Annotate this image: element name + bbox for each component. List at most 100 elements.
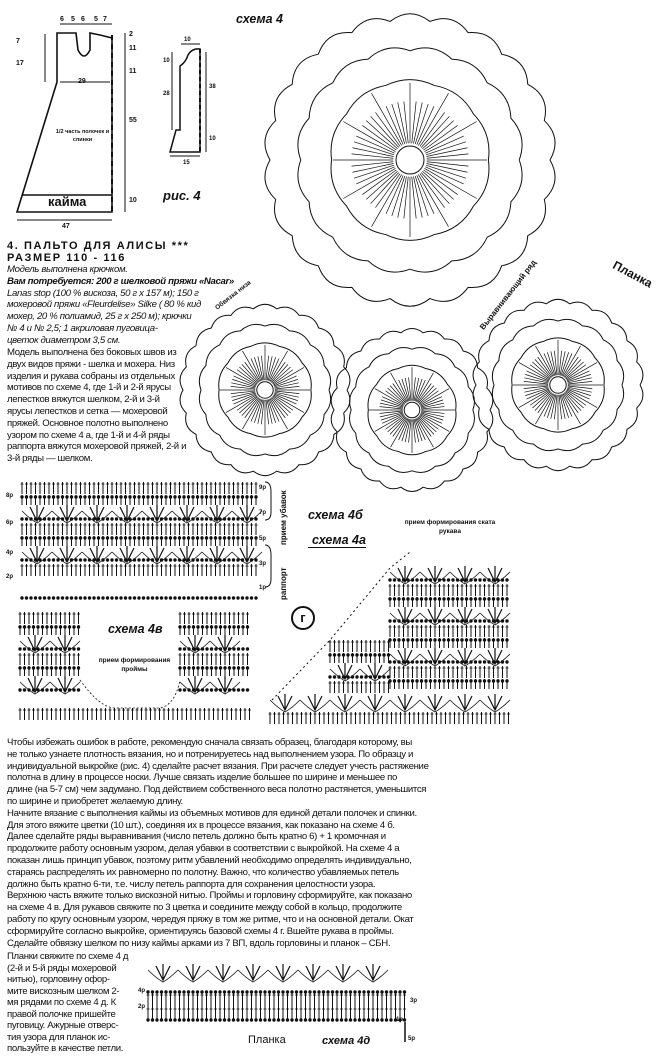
motif-right-center: [549, 376, 567, 394]
schema-4g-chain-row: [473, 660, 478, 664]
schema-4v-left-chain-row: [58, 688, 63, 692]
schema-4g-mid-chain-row: [328, 675, 332, 679]
schema-4a-chain-row: [249, 558, 254, 562]
schema-4d-chain: [371, 990, 375, 994]
row-label-7: 7р: [259, 510, 267, 516]
schema-4g-chain-row: [473, 578, 478, 582]
schema-4a-base: [47, 596, 51, 600]
schema-4v-right-chain-row: [223, 688, 227, 692]
schema-4a-base: [204, 596, 209, 600]
schema-4a-chain-row: [110, 558, 114, 562]
motif-right-petal-ring: [491, 318, 625, 452]
motif-left-stitch: [231, 382, 256, 389]
schema-4g-mid-chain-row: [373, 675, 377, 679]
plank-title: Планка: [248, 1034, 286, 1046]
motif-large-stitch: [351, 161, 394, 167]
motif-large-stitch: [414, 103, 429, 145]
schema-4a-chain-row: [65, 517, 69, 521]
schema-4a-chain-row: [186, 558, 191, 562]
schema-4v-left-chain-row: [76, 688, 81, 692]
schema-4a-chain-row: [204, 558, 209, 562]
schema-4g-fan-row: [449, 653, 481, 667]
schema-4d-chain: [317, 990, 321, 994]
front-piece-label: 1/2 часть полочек и спинки: [55, 129, 110, 143]
schema-4a-chain-row: [42, 558, 47, 562]
motif-large-stitch: [419, 173, 445, 208]
motif-right-stitch: [561, 393, 573, 417]
schema-4a-chain-row: [56, 558, 60, 562]
motif-left-stitch: [265, 399, 269, 425]
motif-right-stitch: [523, 381, 549, 385]
schema-4d-chain: [263, 990, 267, 994]
schema-4d-chain: [380, 1018, 384, 1022]
text-line: пользуйте в качестве петли.: [7, 1043, 124, 1054]
schema-4a-chain-row: [159, 558, 164, 562]
motif-right-stitch: [537, 356, 553, 378]
motif-left-stitch: [273, 367, 305, 386]
motif-middle-stitch: [401, 378, 410, 402]
schema-4a-chain-row: [195, 517, 200, 521]
motif-middle-stitch: [417, 383, 432, 403]
schema-4v-left-chain-row: [31, 647, 36, 651]
motif-large-stitch: [411, 176, 417, 219]
text-line: (2-й и 5-й ряды мохеровой: [7, 962, 117, 974]
text-line: Для этого вяжите цветки (10 шт.), соедин…: [7, 819, 395, 831]
schema-4a-chain-row: [119, 558, 123, 562]
motif-left-center: [256, 381, 274, 399]
motif-large-stitch: [343, 121, 396, 152]
motif-middle-stitch: [379, 411, 403, 418]
schema-4a-base: [195, 596, 200, 600]
schema-4a-chain-row: [245, 558, 249, 562]
border-label: кайма: [48, 194, 87, 209]
schema-4a-chain-row: [47, 517, 51, 521]
schema-4d-chain: [204, 990, 209, 994]
schema-4v-left-chain-row: [72, 688, 76, 692]
row-label-3: 3р: [259, 561, 267, 567]
motif-middle-stitch: [408, 377, 412, 401]
row-label-4: 4р: [6, 550, 14, 556]
schema-4v-label: схема 4в: [108, 622, 163, 636]
schema-4d-chain: [168, 1018, 173, 1022]
schema-4g-chain-row: [500, 660, 505, 664]
article-title: 4. ПАЛЬТО ДЛЯ АЛИСЫ ***: [7, 240, 190, 252]
schema-4a-fan-row: [81, 510, 113, 524]
schema-4a-chain-row: [20, 517, 24, 521]
schema-4v-right-chain-row: [218, 647, 223, 651]
motif-large-stitch: [370, 116, 400, 148]
schema-4d-chain: [191, 990, 195, 994]
schema-4g-mid-chain-row: [386, 675, 391, 679]
text-line: мохеровой пряжи «Fleurdelise» Silke ( 80…: [7, 299, 201, 311]
armhole-curve: [79, 679, 181, 709]
motif-middle-stitch: [390, 417, 408, 448]
schema-4d-chain: [182, 1018, 186, 1022]
schema-4g-fan-row: [389, 653, 421, 667]
schema-4g-chain-row: [410, 578, 415, 582]
schema-4g-chain-row: [491, 578, 496, 582]
schema-4a-base: [74, 596, 78, 600]
motif-middle-stitch: [421, 406, 445, 410]
text-line: показан лишь принцип убавок, поэтому рит…: [7, 854, 412, 866]
schema-4a-chain-row: [236, 517, 240, 521]
schema-4v-right-chain-row: [232, 688, 236, 692]
schema-4a-base: [254, 596, 258, 600]
schema-4d-chain: [402, 990, 407, 994]
schema-4v-right-chain-row: [178, 647, 182, 651]
motif-right-stitch: [535, 393, 554, 425]
schema-4d-chain: [393, 1018, 398, 1022]
text-line: мотивов по схеме 4, где 1-й и 2-й ярусы: [7, 382, 171, 394]
motif-right-stitch: [567, 387, 591, 396]
plank-instructions-text: Планки свяжите по схеме 4 д(2-й и 5-й ря…: [7, 951, 129, 1055]
schema-4a-chain-row: [186, 517, 191, 521]
schema-4v-right-chain-row: [200, 688, 205, 692]
motif-large-stitch: [422, 120, 454, 150]
schema-4a-chain-row: [137, 558, 141, 562]
schema-4d-chain: [294, 990, 299, 994]
schema-4a-base: [209, 596, 213, 600]
schema-4v-right-chain-row: [232, 647, 236, 651]
motif-right-stitch: [526, 388, 550, 400]
schema-4a-chain-row: [114, 517, 119, 521]
motif-middle-stitch: [387, 387, 406, 404]
schema-4v-right-chain-row: [178, 688, 182, 692]
schema-4d-chain: [362, 990, 366, 994]
motif-right-stitch: [562, 393, 581, 425]
